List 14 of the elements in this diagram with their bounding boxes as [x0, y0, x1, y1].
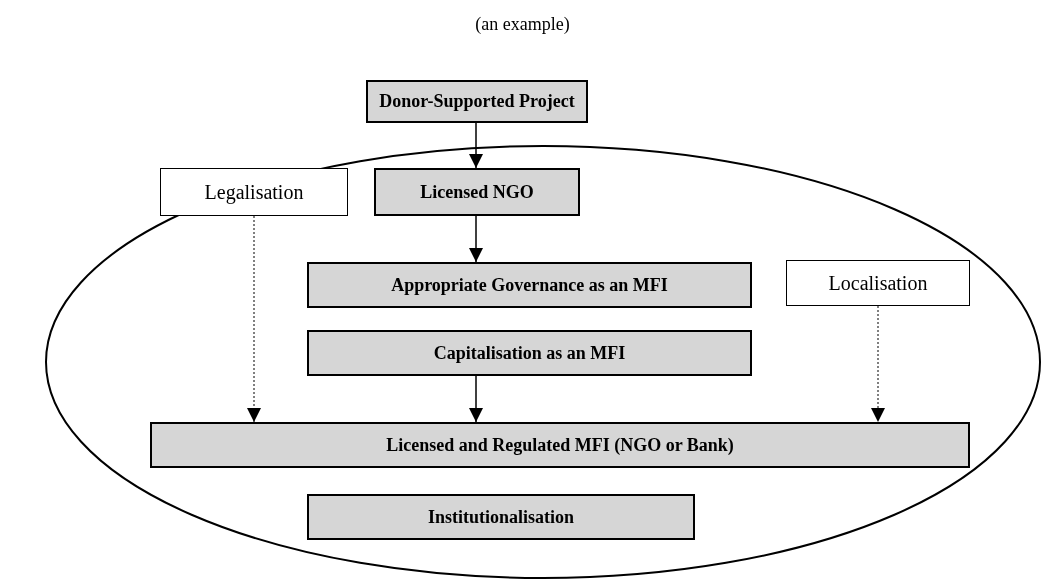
arrow — [871, 305, 885, 423]
arrow — [469, 375, 483, 423]
diagram-title: (an example) — [475, 14, 570, 35]
process-box: Institutionalisation — [307, 494, 695, 540]
arrow — [469, 122, 483, 169]
process-box: Donor-Supported Project — [366, 80, 588, 123]
process-box: Licensed and Regulated MFI (NGO or Bank) — [150, 422, 970, 468]
arrow — [247, 215, 261, 423]
process-box: Appropriate Governance as an MFI — [307, 262, 752, 308]
label-box: Legalisation — [160, 168, 348, 216]
process-box: Capitalisation as an MFI — [307, 330, 752, 376]
label-box: Localisation — [786, 260, 970, 306]
arrow — [469, 215, 483, 263]
process-box: Licensed NGO — [374, 168, 580, 216]
